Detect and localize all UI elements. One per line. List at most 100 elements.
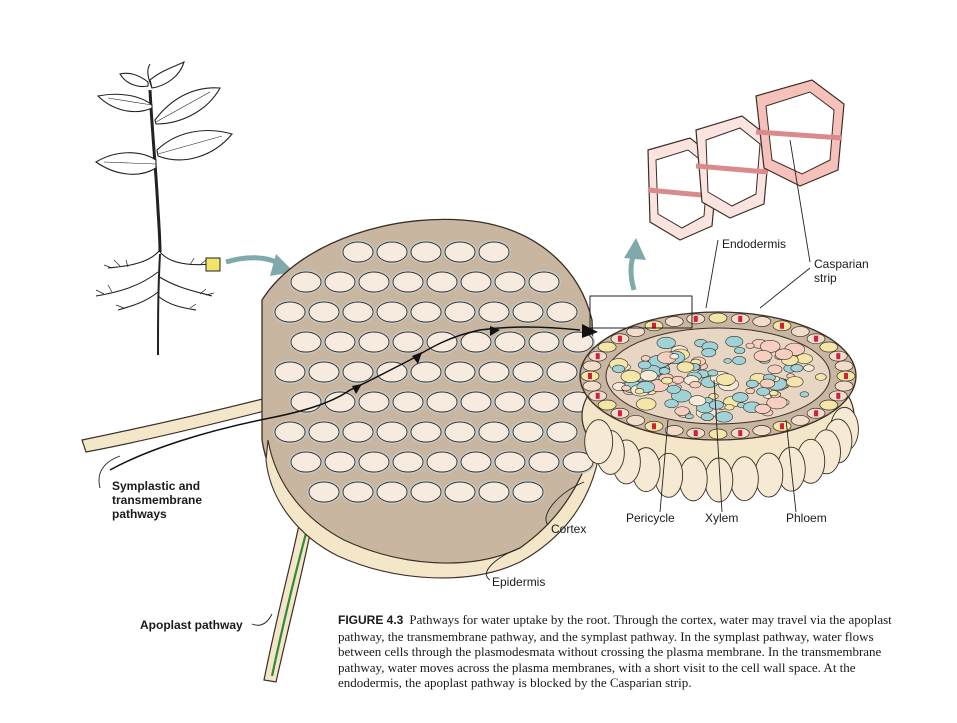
vascular-cell	[669, 353, 680, 360]
endodermis-cell	[752, 425, 772, 436]
cortex-cell	[342, 361, 374, 383]
casparian-strip-mark	[617, 410, 622, 417]
cortex-cell	[478, 241, 510, 263]
cortex-cell	[444, 421, 476, 443]
caption-text: Pathways for water uptake by the root. T…	[338, 612, 892, 690]
root-hair	[81, 391, 293, 453]
casparian-strip-mark	[738, 430, 743, 437]
cortex-cell	[410, 361, 442, 383]
cortex-cell	[494, 451, 526, 473]
cortex-cell	[460, 451, 492, 473]
cortex-cell	[426, 391, 458, 413]
cortex-cell	[324, 391, 356, 413]
vascular-cell	[756, 387, 771, 396]
endodermis-cell	[752, 316, 772, 327]
label-phloem: Phloem	[786, 511, 827, 525]
endodermis-cell	[834, 360, 854, 372]
label-endodermis: Endodermis	[722, 237, 786, 251]
endodermis-cell	[582, 380, 602, 392]
symplast-arrow-head	[582, 324, 598, 338]
casparian-strip-mark	[738, 315, 743, 322]
inset-arrow	[628, 253, 637, 291]
label-pericycle: Pericycle	[626, 511, 675, 525]
vascular-cell	[634, 388, 645, 395]
cortex-cell	[392, 331, 424, 353]
stele-cross-section	[579, 311, 859, 503]
cortex-cell	[290, 331, 322, 353]
cortex-cell	[324, 451, 356, 473]
endodermis-cell	[626, 326, 646, 337]
vascular-cell	[734, 346, 746, 355]
endodermis-cell	[708, 312, 728, 324]
casparian-strip-mark	[844, 373, 848, 379]
casparian-strip-mark	[814, 410, 819, 417]
vascular-cell	[664, 399, 679, 409]
outer-cortex-cell	[584, 419, 614, 465]
vascular-cell	[612, 364, 626, 373]
cortex-cell	[460, 391, 492, 413]
vascular-cell	[620, 370, 641, 383]
cortex-cell	[342, 301, 374, 323]
cortex-cell	[512, 421, 544, 443]
cortex-cell	[358, 271, 390, 293]
cortex-cell	[494, 391, 526, 413]
cortex-cell	[342, 241, 374, 263]
cortex-cell	[478, 481, 510, 503]
cortex-cell	[478, 361, 510, 383]
casparian-strip-mark	[836, 392, 841, 399]
cortex-cell	[444, 481, 476, 503]
cortex-cell	[546, 361, 578, 383]
vascular-cell	[754, 403, 771, 414]
vascular-cell	[790, 364, 804, 373]
cortex-cell	[528, 331, 560, 353]
vascular-cell	[815, 373, 827, 381]
cortex-cell	[528, 451, 560, 473]
vascular-cell	[700, 412, 714, 421]
vascular-cell	[753, 350, 773, 362]
endodermis-cell	[819, 399, 839, 411]
cortex-block	[261, 218, 599, 579]
endodermis-cell	[834, 380, 854, 392]
vascular-cell	[786, 376, 804, 388]
vascular-cell	[637, 360, 652, 370]
vascular-cell	[732, 356, 747, 365]
endodermis-cell	[664, 425, 684, 436]
casparian-strip-mark	[780, 322, 784, 329]
plant-illustration	[94, 60, 233, 356]
label-xylem: Xylem	[705, 511, 738, 525]
cortex-cell	[444, 301, 476, 323]
cortex-cell	[376, 241, 408, 263]
cortex-cell	[512, 301, 544, 323]
vascular-cell	[746, 379, 759, 388]
label-apoplast: Apoplast pathway	[140, 618, 243, 632]
label-symplastic-1: Symplastic and	[112, 479, 200, 493]
outer-cortex-cell	[754, 452, 784, 498]
cortex-cell	[358, 391, 390, 413]
cortex-cell	[478, 421, 510, 443]
cortex-cell	[410, 241, 442, 263]
cortex-cell	[410, 301, 442, 323]
cortex-cell	[358, 451, 390, 473]
cortex-cell	[528, 271, 560, 293]
vascular-cell	[799, 391, 810, 398]
vascular-cell	[684, 413, 694, 420]
vascular-cell	[723, 358, 732, 364]
vascular-cell	[666, 384, 681, 394]
endodermis-cells-inset	[647, 79, 845, 241]
cortex-cell	[392, 271, 424, 293]
cortex-cell	[290, 271, 322, 293]
cortex-cell	[324, 271, 356, 293]
vascular-cell	[707, 369, 719, 377]
label-casparian-2: strip	[814, 271, 837, 285]
cortex-cell	[528, 391, 560, 413]
casparian-strip-mark	[693, 315, 698, 322]
endodermis-cell	[790, 326, 810, 337]
cortex-cell	[274, 421, 306, 443]
cortex-cell	[478, 301, 510, 323]
cortex-cell	[376, 481, 408, 503]
vascular-cell	[769, 390, 779, 397]
inset-arrow-head	[624, 238, 646, 260]
vascular-cell	[656, 336, 676, 349]
